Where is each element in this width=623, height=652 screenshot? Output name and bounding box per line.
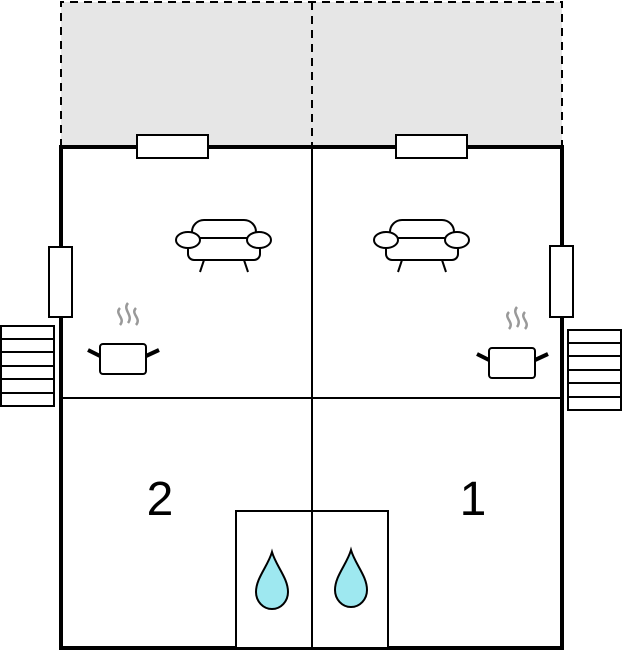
window-icon (549, 245, 574, 318)
window-icon (136, 134, 209, 159)
shower-drop-icon (333, 546, 369, 608)
sofa-icon (373, 219, 470, 273)
room-number-left: 2 (147, 473, 174, 526)
stairs-icon (567, 329, 622, 411)
sofa-icon (175, 219, 272, 273)
terrace (60, 1, 563, 147)
stairs-icon (0, 325, 55, 407)
window-icon (395, 134, 468, 159)
kitchen-pot-icon (87, 302, 160, 375)
shower-drop-icon (254, 548, 290, 610)
window-icon (48, 246, 73, 318)
room-number-right: 1 (460, 473, 487, 526)
kitchen-pot-icon (476, 306, 549, 379)
